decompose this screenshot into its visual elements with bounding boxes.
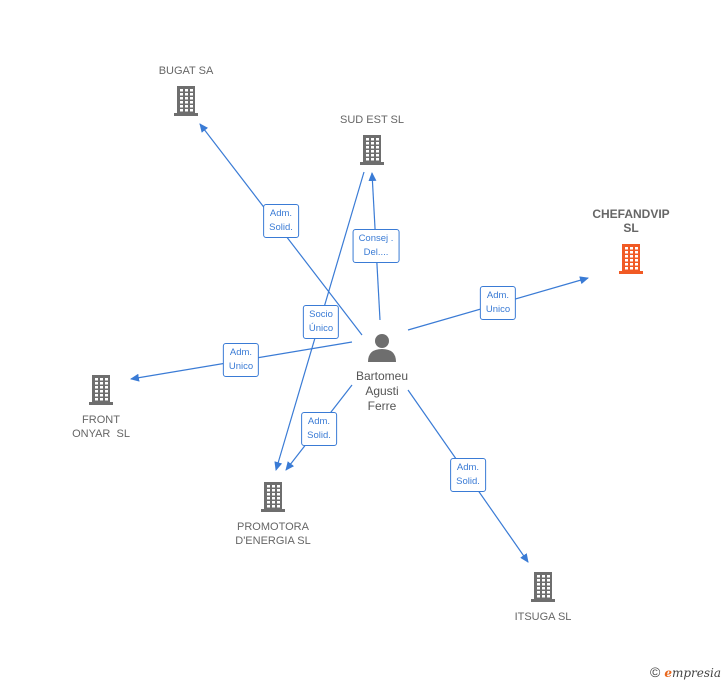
building-icon-sudest[interactable]: [360, 135, 384, 165]
person-name-line: Ferre: [367, 399, 397, 413]
company-name-bugat[interactable]: BUGAT SA: [126, 64, 246, 78]
company-name-itsuga[interactable]: ITSUGA SL: [483, 610, 603, 624]
edge-label-line: Unico: [228, 361, 254, 372]
edge-label-chefandvip[interactable]: Adm. Unico: [479, 286, 517, 320]
company-name-line: BUGAT SA: [158, 65, 214, 77]
person-name-line: Bartomeu: [355, 369, 409, 383]
edge-label-line: Unico: [485, 304, 511, 315]
edge-label-sudest[interactable]: Consej . Del....: [352, 229, 400, 263]
company-name-line: ITSUGA SL: [514, 611, 572, 623]
company-name-line: PROMOTORA: [237, 521, 309, 533]
edge-label-line: Adm.: [486, 290, 510, 301]
edge-label-line: Único: [308, 323, 334, 334]
building-icon-front[interactable]: [89, 375, 113, 405]
edge-label-front[interactable]: Adm. Unico: [222, 343, 260, 377]
edge-label-line: Socio: [309, 309, 333, 320]
edge-label-line: Solid.: [269, 222, 293, 233]
company-name-line: FRONT: [82, 414, 120, 426]
company-name-front[interactable]: FRONT ONYAR SL: [41, 413, 161, 441]
edge-label-line: Consej .: [358, 233, 394, 244]
building-icon-chefandvip[interactable]: [619, 244, 643, 274]
building-icon-itsuga[interactable]: [531, 572, 555, 602]
company-name-sudest[interactable]: SUD EST SL: [312, 113, 432, 127]
edge-label-line: Solid.: [456, 476, 480, 487]
edge-label-line: Solid.: [307, 430, 331, 441]
person-name-line: Agusti: [365, 384, 399, 398]
company-name-promotora[interactable]: PROMOTORA D'ENERGIA SL: [213, 520, 333, 548]
person-icon[interactable]: [368, 334, 396, 362]
edge-label-line: Adm.: [456, 462, 480, 473]
edge-label-line: Adm.: [269, 208, 293, 219]
company-name-line: D'ENERGIA SL: [235, 535, 311, 547]
edge-label-itsuga[interactable]: Adm. Solid.: [450, 458, 486, 492]
edge-label-bugat[interactable]: Adm. Solid.: [263, 204, 299, 238]
edge-label-line: Adm.: [229, 347, 253, 358]
company-name-line: ONYAR SL: [72, 428, 130, 440]
edge-label-promotora[interactable]: Adm. Solid.: [301, 412, 337, 446]
building-icon-promotora[interactable]: [261, 482, 285, 512]
building-icon-bugat[interactable]: [174, 86, 198, 116]
company-name-line: SL: [623, 221, 639, 235]
company-name-line: SUD EST SL: [340, 114, 404, 126]
brand-logo: ©empresia: [650, 664, 722, 680]
company-name-line: CHEFANDVIP: [592, 207, 670, 221]
edge-label-line: Adm.: [307, 416, 331, 427]
edge-label-line: Del....: [363, 247, 389, 258]
